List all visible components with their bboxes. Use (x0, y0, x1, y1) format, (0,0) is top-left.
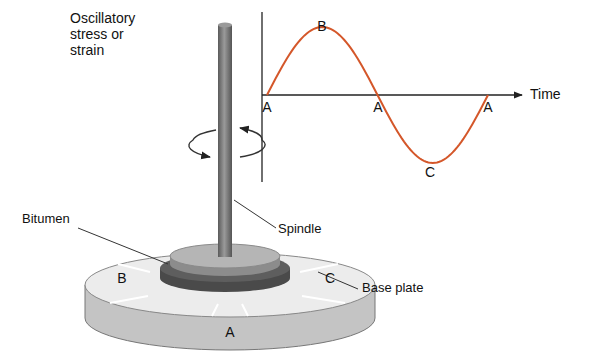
sine-wave (267, 27, 488, 163)
waveform-point: C (425, 164, 435, 180)
part-label: Bitumen (22, 212, 70, 227)
spindle (218, 25, 232, 257)
sector-label: B (117, 270, 126, 286)
sector-label: A (225, 324, 234, 340)
rotation-arrow (240, 128, 265, 157)
part-label: Base plate (362, 281, 423, 296)
sector-label: C (325, 270, 335, 286)
waveform-point: A (262, 99, 271, 115)
rotation-arrow (189, 130, 216, 157)
leader-line (234, 200, 276, 228)
annotation-text: Oscillatory stress or strain (70, 10, 150, 58)
axis-label: Time (530, 86, 561, 102)
waveform-point: A (373, 99, 382, 115)
waveform-point: B (317, 18, 326, 34)
leader-line (318, 272, 358, 289)
spindle-top (218, 23, 232, 28)
part-label: Spindle (278, 222, 321, 237)
y-axis (261, 12, 262, 182)
time-axis (262, 94, 522, 95)
waveform-point: A (483, 99, 492, 115)
leader-line (78, 228, 168, 264)
